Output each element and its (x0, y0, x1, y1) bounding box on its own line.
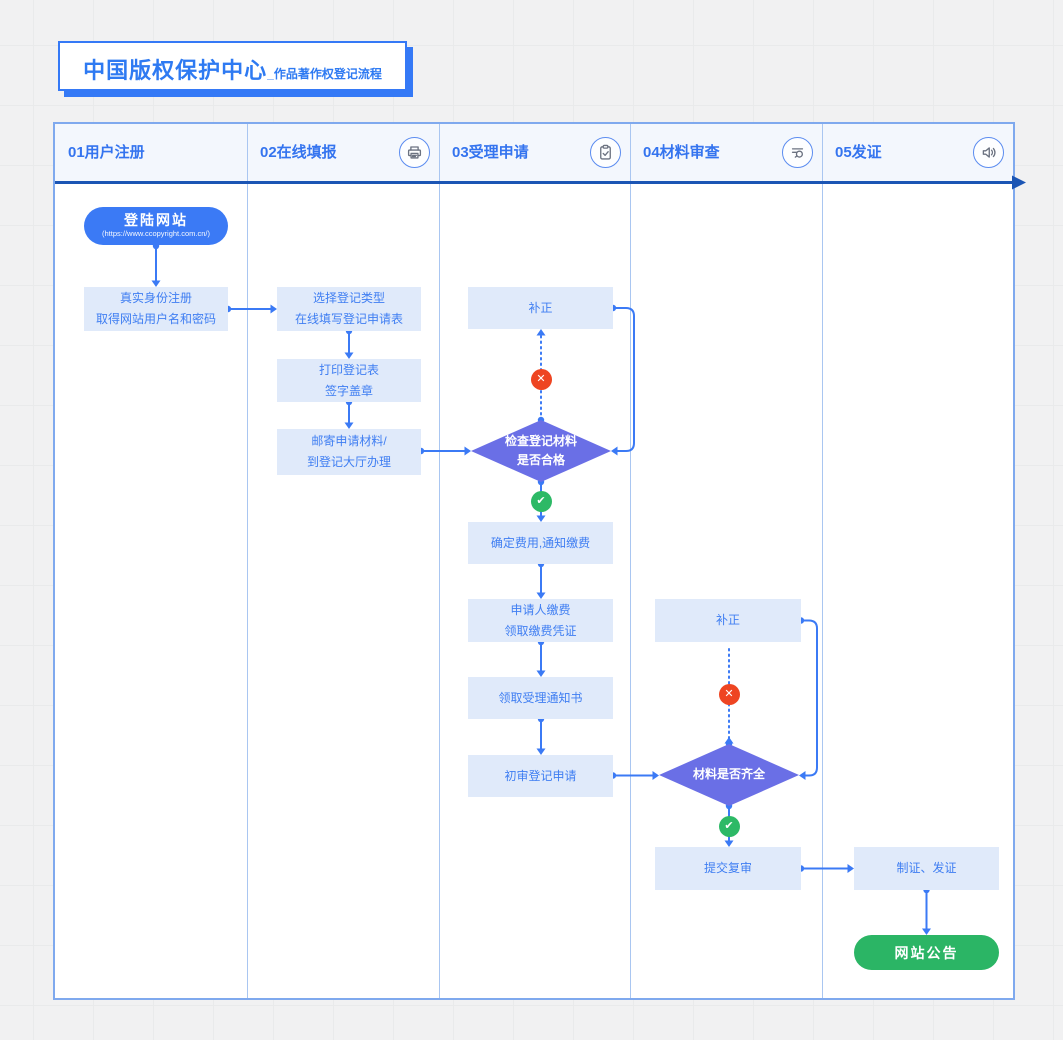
node-login-website: 登陆网站 (https://www.ccopyright.com.cn/) (84, 207, 228, 245)
node-select-type: 选择登记类型 在线填写登记申请表 (277, 287, 421, 331)
node-register: 真实身份注册 取得网站用户名和密码 (84, 287, 228, 331)
lane-divider (822, 124, 823, 998)
node-print-form: 打印登记表 签字盖章 (277, 359, 421, 402)
lane-divider (630, 124, 631, 998)
lane-header-4: 04材料审查 (630, 124, 822, 182)
node-correction-1: 补正 (468, 287, 613, 329)
lane-header-2: 02在线填报 (247, 124, 439, 182)
fail-badge-icon: ✕ (718, 683, 740, 705)
pass-badge-icon: ✔ (530, 490, 552, 512)
speaker-icon (973, 137, 1004, 168)
lane-header-3: 03受理申请 (439, 124, 630, 182)
node-login-title: 登陆网站 (124, 212, 188, 229)
node-receive-notice: 领取受理通知书 (468, 677, 613, 719)
lane-label-5: 05发证 (835, 144, 882, 161)
node-issue-cert: 制证、发证 (854, 847, 999, 890)
lane-label-3: 03受理申请 (452, 144, 529, 161)
lane-label-1: 01用户注册 (68, 144, 145, 161)
node-announce: 网站公告 (854, 935, 999, 970)
lane-label-2: 02在线填报 (260, 144, 337, 161)
fail-badge-icon: ✕ (530, 368, 552, 390)
clipboard-icon (590, 137, 621, 168)
printer-icon (399, 137, 430, 168)
search-list-icon (782, 137, 813, 168)
flowchart-panel: 01用户注册 02在线填报 03受理申请 (53, 122, 1026, 1000)
node-submit-review: 提交复审 (655, 847, 801, 890)
lane-header-row (55, 124, 1013, 182)
lane-divider (247, 124, 248, 998)
pass-badge-icon: ✔ (718, 815, 740, 837)
lane-divider (439, 124, 440, 998)
timeline-arrow (55, 175, 1026, 190)
node-login-url: (https://www.ccopyright.com.cn/) (102, 229, 210, 239)
node-pay-fee: 申请人缴费 领取缴费凭证 (468, 599, 613, 642)
node-correction-2: 补正 (655, 599, 801, 642)
lane-header-1: 01用户注册 (55, 124, 247, 182)
title-sub: _作品著作权登记流程 (267, 67, 382, 81)
title-main: 中国版权保护中心 (83, 58, 268, 83)
node-confirm-fee: 确定费用,通知缴费 (468, 522, 613, 564)
node-mail-material: 邮寄申请材料/ 到登记大厅办理 (277, 429, 421, 475)
node-first-review: 初审登记申请 (468, 755, 613, 797)
lane-header-5: 05发证 (822, 124, 1013, 182)
lane-label-4: 04材料审查 (643, 144, 720, 161)
diagram-title: 中国版权保护中心_作品著作权登记流程 (58, 41, 407, 91)
